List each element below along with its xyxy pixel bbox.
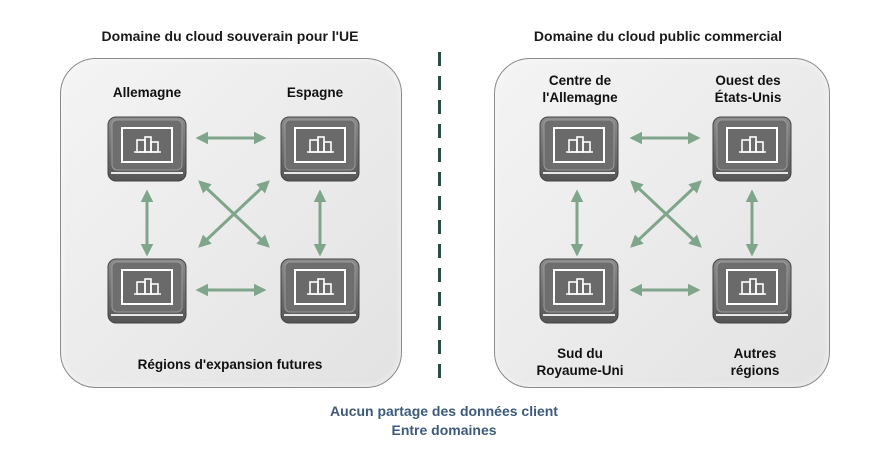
node-future-region-2 bbox=[280, 258, 360, 324]
domain-divider bbox=[438, 52, 441, 382]
arrow-left-diag2 bbox=[198, 180, 270, 248]
footer-note: Aucun partage des données client Entre d… bbox=[0, 402, 888, 440]
footer-line-2: Entre domaines bbox=[391, 422, 497, 438]
node-espagne bbox=[280, 116, 360, 182]
footer-line-1: Aucun partage des données client bbox=[330, 403, 558, 419]
left-domain-title: Domaine du cloud souverain pour l'UE bbox=[101, 28, 359, 44]
node-sud-royaume-uni bbox=[539, 258, 619, 324]
label-allemagne: Allemagne bbox=[112, 85, 182, 100]
node-autres-regions bbox=[712, 258, 792, 324]
label-espagne: Espagne bbox=[286, 85, 344, 100]
arrow-right-diag2 bbox=[630, 180, 702, 248]
right-domain-title: Domaine du cloud public commercial bbox=[533, 28, 783, 44]
node-centre-allemagne bbox=[539, 116, 619, 182]
label-future-regions: Régions d'expansion futures bbox=[137, 357, 323, 372]
node-ouest-etats-unis bbox=[712, 116, 792, 182]
node-allemagne bbox=[107, 116, 187, 182]
node-future-region-1 bbox=[107, 258, 187, 324]
